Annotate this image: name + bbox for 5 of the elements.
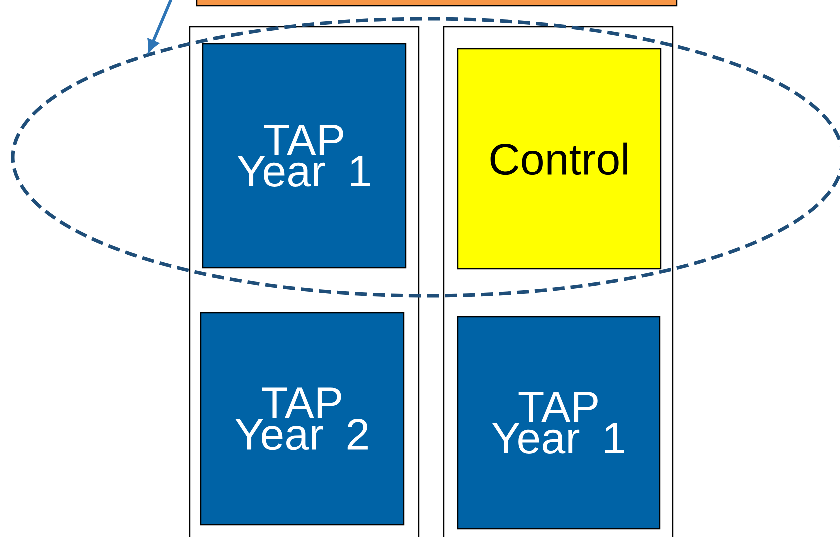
block-box: Control bbox=[457, 48, 662, 270]
block-box: TAP Year 2 bbox=[200, 312, 405, 526]
banner-box bbox=[196, 0, 678, 7]
block-box: TAP Year 1 bbox=[457, 316, 661, 530]
block-box: TAP Year 1 bbox=[202, 43, 407, 269]
